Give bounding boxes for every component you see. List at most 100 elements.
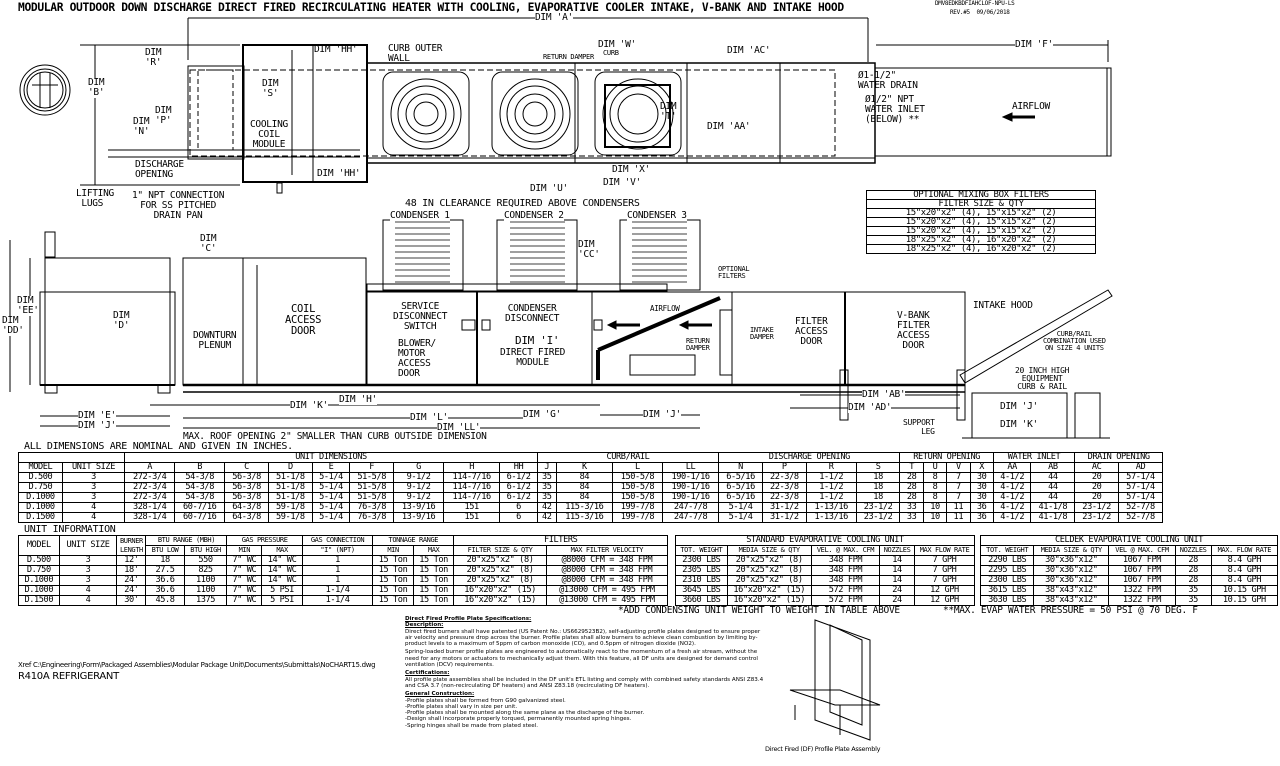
label-line: FILTER	[795, 316, 828, 327]
column-header: L	[611, 462, 663, 473]
label-line: PLENUM	[198, 340, 231, 351]
drawing-id: DMV8EDKBDFIAHCLOF-NPU-LS	[935, 0, 1015, 7]
table-cell: 5 PSI	[261, 595, 303, 606]
burner-length-header: BURNER LENGTH	[116, 535, 147, 556]
table-cell: 14	[879, 565, 915, 576]
table-cell: 30"x36"x12"	[1033, 555, 1110, 566]
airflow-label-top: AIRFLOW	[1012, 101, 1050, 112]
column-header: F	[349, 462, 395, 473]
label-line: 'CC'	[578, 249, 600, 260]
table-cell: 36.6	[145, 585, 185, 596]
label-line: 'EE'	[17, 305, 39, 316]
table-cell: 11	[946, 512, 971, 523]
label-line: DIM	[262, 78, 279, 89]
table-cell: 9-1/2	[393, 492, 445, 503]
table-cell: 20"x25"x2" (8)	[726, 575, 812, 586]
btu-low-header: BTU LOW	[145, 545, 185, 556]
table-cell: 14	[879, 575, 915, 586]
table-cell: 8.4 GPH	[1210, 565, 1279, 576]
table-cell: 45.8	[145, 595, 185, 606]
table-cell: 1	[301, 555, 374, 566]
table-cell: 76-3/8	[349, 512, 395, 523]
drawing-title: MODULAR OUTDOOR DOWN DISCHARGE DIRECT FI…	[18, 1, 844, 14]
unit-size-header: UNIT SIZE	[58, 535, 118, 556]
profile-plate-specifications: Direct Fired Profile Plate Specification…	[405, 616, 765, 729]
label-line: Ø1-1/2"	[858, 70, 896, 81]
table-cell: 20	[1074, 482, 1120, 493]
curb-rail-header: CURB/RAIL	[536, 452, 720, 463]
table-cell: 60-7/16	[174, 502, 226, 513]
table-cell: 33	[899, 502, 924, 513]
column-header: N	[718, 462, 763, 473]
table-cell: 44	[1030, 482, 1076, 493]
table-cell: 15 Ton	[372, 555, 414, 566]
label-line: CURB OUTER	[388, 43, 443, 54]
label-line: DIRECT FIRED	[500, 347, 566, 358]
label-line: LUGS	[81, 198, 104, 209]
table-cell: 20"x25"x2" (8)	[453, 555, 547, 566]
table-cell: 348 FPM	[810, 555, 881, 566]
table-cell: 64-3/8	[224, 512, 269, 523]
column-header: AC	[1074, 462, 1120, 473]
table-cell: 6-1/2	[499, 472, 538, 483]
table-cell: 38"x43"x12"	[1033, 595, 1110, 606]
label-line: DISCONNECT	[505, 313, 560, 324]
btu-range-header: BTU RANGE (MBH)	[145, 535, 228, 546]
table-cell: 20	[1074, 472, 1120, 483]
table-cell: @13000 CFM = 495 FPM	[545, 585, 669, 596]
label-line: LIFTING	[76, 188, 114, 199]
label-line: 'S'	[262, 88, 279, 99]
table-cell: @8000 CFM = 348 FPM	[545, 575, 669, 586]
table-cell: 18	[855, 472, 901, 483]
figure-caption: Direct Fired (DF) Profile Plate Assembly	[765, 745, 881, 753]
table-cell: 1-13/16	[805, 502, 857, 513]
table-cell: 28	[899, 492, 924, 503]
condensing-weight-footnote: *ADD CONDENSING UNIT WEIGHT TO WEIGHT IN…	[618, 605, 900, 616]
spec-general-heading: General Construction:	[405, 691, 475, 698]
table-cell: 3	[58, 575, 118, 586]
return-opening-header: RETURN OPENING	[899, 452, 994, 463]
table-cell: 7" WC	[226, 585, 263, 596]
table-cell: 3	[58, 565, 118, 576]
water-drain-label: Ø1-1/2"WATER DRAIN	[858, 71, 918, 91]
table-cell: 12 GPH	[913, 595, 976, 606]
label-line: EQUIPMENT	[1021, 374, 1063, 383]
table-cell: 7	[946, 482, 971, 493]
table-cell: 41-1/8	[1030, 502, 1076, 513]
dim-dd-label: DIM'DD'	[2, 316, 24, 336]
table-cell: 23-1/2	[1074, 502, 1120, 513]
table-cell: 33	[899, 512, 924, 523]
spec-operation: Spring-loaded burner profile plates are …	[405, 649, 758, 669]
mixing-box-filters-table: OPTIONAL MIXING BOX FILTERS FILTER SIZE …	[866, 190, 1096, 254]
lifting-lugs-label: LIFTING LUGS	[76, 189, 114, 209]
table-cell: 5-1/4	[311, 492, 351, 503]
table-cell: 3	[61, 472, 126, 483]
dim-u-label: DIM 'U'	[530, 183, 568, 194]
table-cell: 18	[855, 492, 901, 503]
table-cell: 8.4 GPH	[1210, 575, 1279, 586]
table-cell: 51-1/8	[267, 492, 313, 503]
column-header: MEDIA SIZE & QTY	[1033, 545, 1110, 556]
table-cell: 7 GPH	[913, 575, 976, 586]
etl-logo	[19, 64, 71, 116]
table-cell: 8	[922, 492, 948, 503]
column-header: H	[443, 462, 501, 473]
label-line: SERVICE	[401, 301, 440, 312]
table-cell: 13-9/16	[393, 512, 445, 523]
table-cell: 272-3/4	[124, 492, 176, 503]
column-header: AD	[1118, 462, 1163, 473]
table-cell: 15 Ton	[372, 575, 414, 586]
label-line: DIM	[660, 101, 677, 112]
label-line: 'P'	[155, 115, 172, 126]
table-title: STANDARD EVAPORATIVE COOLING UNIT	[675, 535, 975, 546]
